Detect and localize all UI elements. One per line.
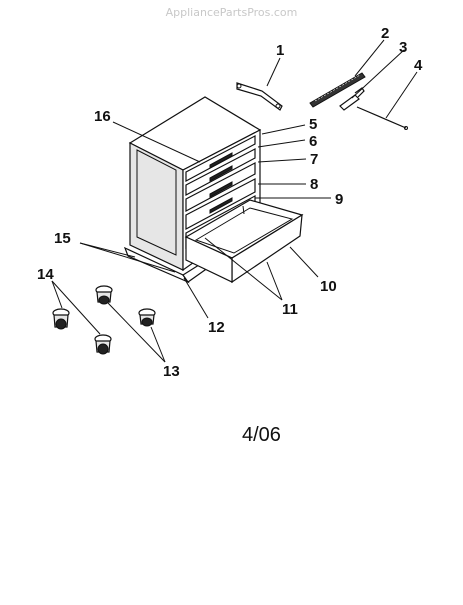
leader-lines	[51, 39, 418, 363]
callout-10: 10	[320, 278, 337, 295]
casters	[52, 285, 156, 355]
date-code: 4/06	[242, 424, 281, 446]
callout-13: 13	[163, 363, 180, 380]
callout-7: 7	[310, 151, 318, 168]
callout-1: 1	[276, 42, 284, 59]
part-lock-bar	[309, 72, 366, 108]
part-lock	[339, 87, 365, 111]
bottom-drawer	[184, 199, 304, 284]
callout-8: 8	[310, 176, 318, 193]
part-handle	[236, 82, 283, 111]
callout-14: 14	[37, 266, 54, 283]
callout-15: 15	[54, 230, 71, 247]
caster-fixed-1	[52, 308, 70, 330]
callout-5: 5	[309, 116, 317, 133]
callout-numbers: 1 2 3 4 5 6 7 8 9 10 11 12 13 14 15 16	[37, 25, 423, 380]
part-rod	[356, 106, 408, 130]
watermark: AppliancePartsPros.com	[165, 6, 298, 19]
caster-fixed-2	[94, 334, 112, 355]
callout-11: 11	[282, 301, 298, 318]
callout-6: 6	[309, 133, 317, 150]
callout-16: 16	[94, 108, 111, 125]
caster-swivel-2	[138, 308, 156, 327]
callout-12: 12	[208, 319, 225, 336]
callout-3: 3	[399, 39, 407, 56]
caster-swivel-1	[95, 285, 113, 305]
callout-9: 9	[335, 191, 343, 208]
callout-2: 2	[381, 25, 389, 42]
callout-4: 4	[414, 57, 423, 74]
